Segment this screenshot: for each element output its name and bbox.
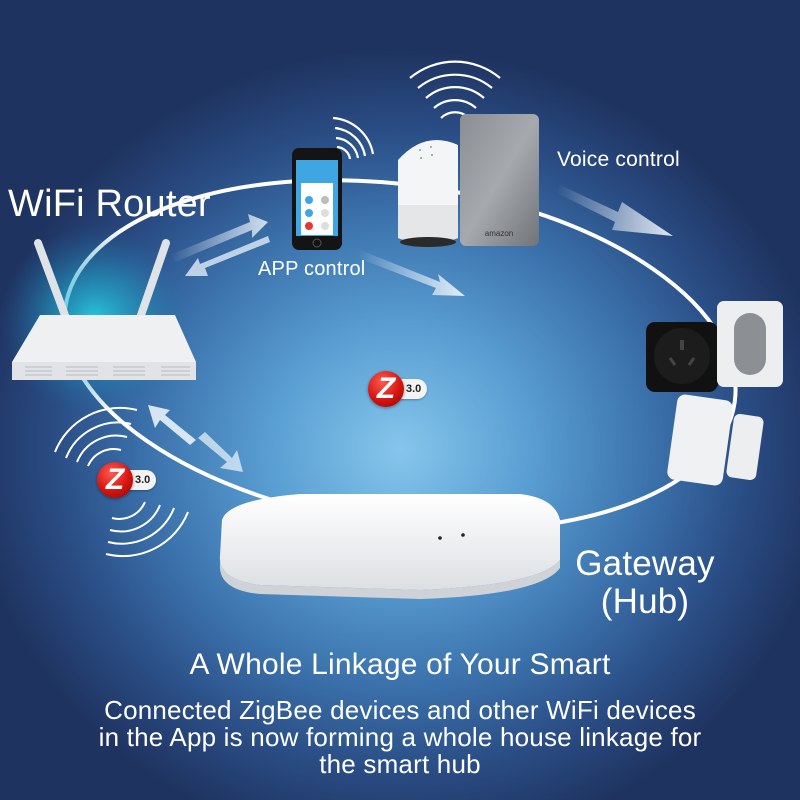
- door-sensor-device: [667, 394, 764, 486]
- gateway-hub-device: [219, 494, 560, 599]
- smart-speaker-fabric: amazon: [460, 114, 539, 246]
- wifi-signal-icon: [409, 60, 501, 119]
- smart-speaker-white: [398, 140, 458, 247]
- gateway-hub-label: Gateway (Hub): [560, 545, 730, 621]
- description-line2: in the App is now forming a whole house …: [98, 722, 702, 752]
- bidirectional-arrow-icon: [148, 405, 243, 472]
- gateway-label-line1: Gateway: [575, 544, 715, 583]
- description-line1: Connected ZigBee devices and other WiFi …: [104, 695, 696, 725]
- arrow-icon: [358, 250, 465, 296]
- bidirectional-arrow-icon: [170, 214, 270, 276]
- zigbee-signal-icon: [54, 406, 189, 558]
- arrow-icon: [557, 185, 673, 236]
- zigbee-logo-icon: Z: [97, 462, 133, 498]
- motion-sensor-device: [717, 301, 783, 387]
- speaker-brand-text: amazon: [485, 229, 513, 238]
- zigbee-badge: Z 3.0: [368, 371, 428, 407]
- smartphone-device: [292, 148, 342, 250]
- voice-control-label: Voice control: [557, 148, 680, 171]
- description: Connected ZigBee devices and other WiFi …: [0, 697, 800, 778]
- wifi-router-label: WiFi Router: [8, 183, 211, 225]
- smart-plug-device: [646, 322, 718, 392]
- gateway-label-line2: (Hub): [600, 582, 690, 621]
- wifi-signal-icon: [332, 116, 375, 160]
- headline: A Whole Linkage of Your Smart: [189, 648, 611, 681]
- wifi-router-device: [12, 239, 196, 380]
- zigbee-badge: Z 3.0: [97, 462, 157, 498]
- zigbee-logo-icon: Z: [368, 371, 404, 407]
- app-control-label: APP control: [258, 258, 366, 280]
- description-line3: the smart hub: [319, 749, 481, 779]
